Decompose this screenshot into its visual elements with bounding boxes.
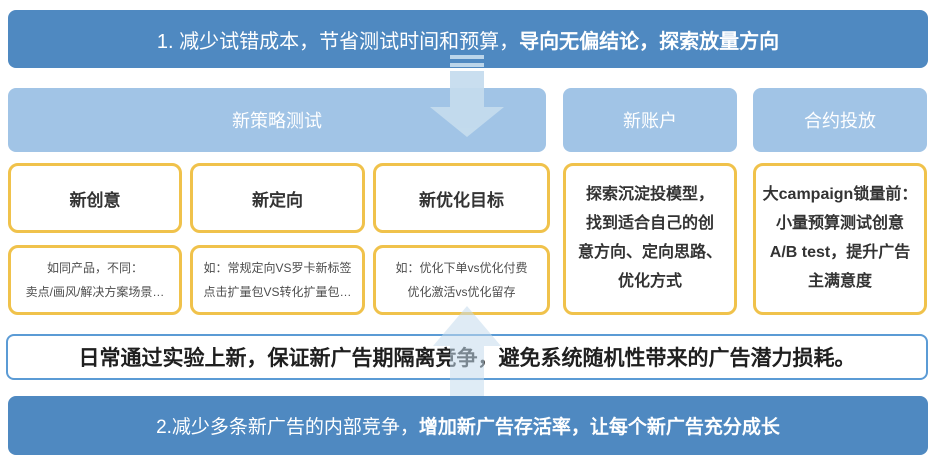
detail-new-creative-line1: 如同产品，不同：: [46, 261, 143, 275]
card-new-creative: 新创意: [8, 163, 182, 233]
detail-new-optimization-goal-line2: 优化激活vs优化留存: [407, 285, 516, 299]
card-account-exploration-line3: 意方向、定向思路、: [577, 244, 722, 261]
detail-new-optimization-goal: 如：优化下单vs优化付费 优化激活vs优化留存: [373, 245, 550, 315]
header-new-account-label: 新账户: [623, 111, 677, 131]
card-contract-ab-test: 大campaign锁量前： 小量预算测试创意 A/B test，提升广告 主满意…: [753, 163, 927, 315]
card-new-targeting-label: 新定向: [252, 190, 303, 210]
card-account-exploration-line2: 找到适合自己的创: [585, 215, 714, 233]
card-account-exploration: 探索沉淀投模型， 找到适合自己的创 意方向、定向思路、 优化方式: [563, 163, 737, 315]
bottom-banner-text: 2.减少多条新广告的内部竞争，增加新广告存活率，让每个新广告充分成长: [156, 412, 780, 439]
top-banner-text-bold: 导向无偏结论，探索放量方向: [519, 30, 780, 53]
card-new-targeting: 新定向: [190, 163, 365, 233]
detail-new-creative-line2: 卖点/画风/解决方案场景…: [25, 285, 165, 299]
top-banner-text-normal: 1. 减少试错成本，节省测试时间和预算，: [156, 30, 520, 53]
card-new-optimization-goal: 新优化目标: [373, 163, 550, 233]
card-account-exploration-line1: 探索沉淀投模型，: [585, 186, 714, 204]
middle-note-text: 日常通过实验上新，保证新广告期隔离竞争，避免系统随机性带来的广告潜力损耗。: [78, 347, 856, 370]
card-account-exploration-line4: 优化方式: [617, 272, 682, 290]
detail-new-targeting-line2: 点击扩量包VS转化扩量包…: [203, 285, 352, 299]
detail-new-targeting: 如：常规定向VS罗卡新标签 点击扩量包VS转化扩量包…: [190, 245, 365, 315]
card-contract-ab-test-line2: 小量预算测试创意: [775, 215, 904, 233]
card-new-optimization-goal-label: 新优化目标: [419, 190, 504, 210]
card-contract-ab-test-line3: A/B test，提升广告: [769, 244, 911, 261]
detail-new-creative: 如同产品，不同： 卖点/画风/解决方案场景…: [8, 245, 182, 315]
detail-new-targeting-line1: 如：常规定向VS罗卡新标签: [203, 261, 352, 275]
header-contract-delivery-label: 合约投放: [804, 111, 876, 131]
bottom-banner-text-bold: 增加新广告存活率，让每个新广告充分成长: [418, 417, 780, 438]
header-new-strategy-test-label: 新策略测试: [232, 111, 322, 131]
top-banner-text: 1. 减少试错成本，节省测试时间和预算，导向无偏结论，探索放量方向: [157, 25, 779, 54]
middle-note: 日常通过实验上新，保证新广告期隔离竞争，避免系统随机性带来的广告潜力损耗。: [6, 334, 928, 380]
bottom-banner-text-normal: 2.减少多条新广告的内部竞争，: [156, 417, 419, 438]
card-contract-ab-test-line4: 主满意度: [807, 272, 872, 290]
detail-new-optimization-goal-line1: 如：优化下单vs优化付费: [395, 261, 528, 275]
header-new-strategy-test: 新策略测试: [8, 88, 546, 152]
card-new-creative-label: 新创意: [69, 190, 121, 210]
top-banner: 1. 减少试错成本，节省测试时间和预算，导向无偏结论，探索放量方向: [8, 10, 928, 68]
header-contract-delivery: 合约投放: [753, 88, 927, 152]
bottom-banner: 2.减少多条新广告的内部竞争，增加新广告存活率，让每个新广告充分成长: [8, 396, 928, 455]
header-new-account: 新账户: [563, 88, 737, 152]
card-contract-ab-test-line1: 大campaign锁量前：: [762, 186, 918, 204]
